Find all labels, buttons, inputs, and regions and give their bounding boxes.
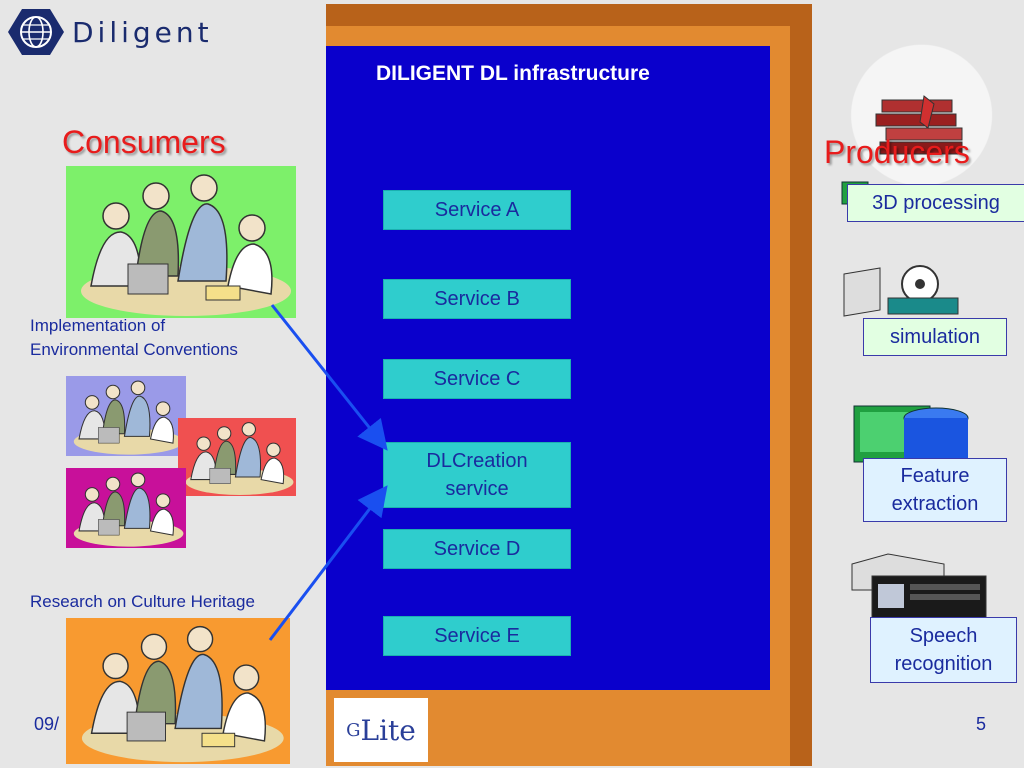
consumer-group-image-magenta (66, 468, 186, 548)
producer-speech-label: Speech (909, 625, 978, 647)
consumers-title: Consumers (62, 124, 226, 160)
infrastructure-title: DILIGENT DL infrastructure (376, 62, 650, 85)
producer-feature-label: Feature (900, 465, 970, 487)
video-screen-icon (851, 553, 987, 620)
producer-simulation-box: simulation (863, 318, 1007, 356)
film-reel-icon (843, 265, 959, 317)
consumer-group-image-red (178, 418, 296, 496)
dlcreation-label-2: service (445, 478, 509, 500)
consumer-group-image-lavender (66, 376, 186, 456)
frame-side-edge (790, 4, 812, 766)
producer-extraction-label: extraction (891, 493, 979, 515)
service-e-label: Service E (434, 625, 520, 647)
glite-g: G (346, 719, 361, 741)
service-c-label: Service C (433, 368, 521, 390)
frame-top-edge (326, 4, 812, 26)
dlcreation-service-box: DLCreation service (383, 442, 571, 508)
producer-recognition-label: recognition (894, 653, 993, 675)
arrow-environmental-to-dlcreation (270, 304, 388, 451)
footer-date: 09/ (34, 714, 60, 734)
diligent-logo: Diligent (8, 6, 213, 58)
producer-feature-extraction-box: Feature extraction (863, 458, 1007, 522)
caption-research-on-culture-heritage: Research on Culture Heritage (30, 592, 255, 611)
producer-speech-recognition-box: Speech recognition (870, 617, 1017, 683)
brand-name: Diligent (72, 15, 213, 49)
service-a-label: Service A (434, 199, 520, 221)
producer-simulation-label: simulation (889, 326, 981, 348)
consumer-group-image-green (66, 166, 296, 318)
consumer-group-image-orange (66, 618, 290, 764)
page-number: 5 (976, 714, 987, 734)
producers-title: Producers (824, 134, 970, 170)
arrow-culture-to-dlcreation (268, 485, 388, 641)
producer-3d-processing-box: 3D processing (847, 184, 1024, 222)
caption-environmental-conventions: Environmental Conventions (30, 340, 238, 359)
caption-implementation-of: Implementation of (30, 316, 166, 335)
globe-logo-icon (8, 9, 64, 55)
service-d-label: Service D (433, 538, 521, 560)
books-icon (875, 95, 963, 155)
dlcreation-label: DLCreation (426, 450, 528, 472)
service-b-box: Service B (383, 279, 571, 319)
service-a-box: Service A (383, 190, 571, 230)
service-d-box: Service D (383, 529, 571, 569)
database-icon (853, 405, 969, 463)
service-e-box: Service E (383, 616, 571, 656)
service-b-label: Service B (434, 288, 520, 310)
glite-lite: Lite (360, 713, 416, 747)
service-c-box: Service C (383, 359, 571, 399)
producer-3d-processing-label: 3D processing (872, 192, 1000, 214)
